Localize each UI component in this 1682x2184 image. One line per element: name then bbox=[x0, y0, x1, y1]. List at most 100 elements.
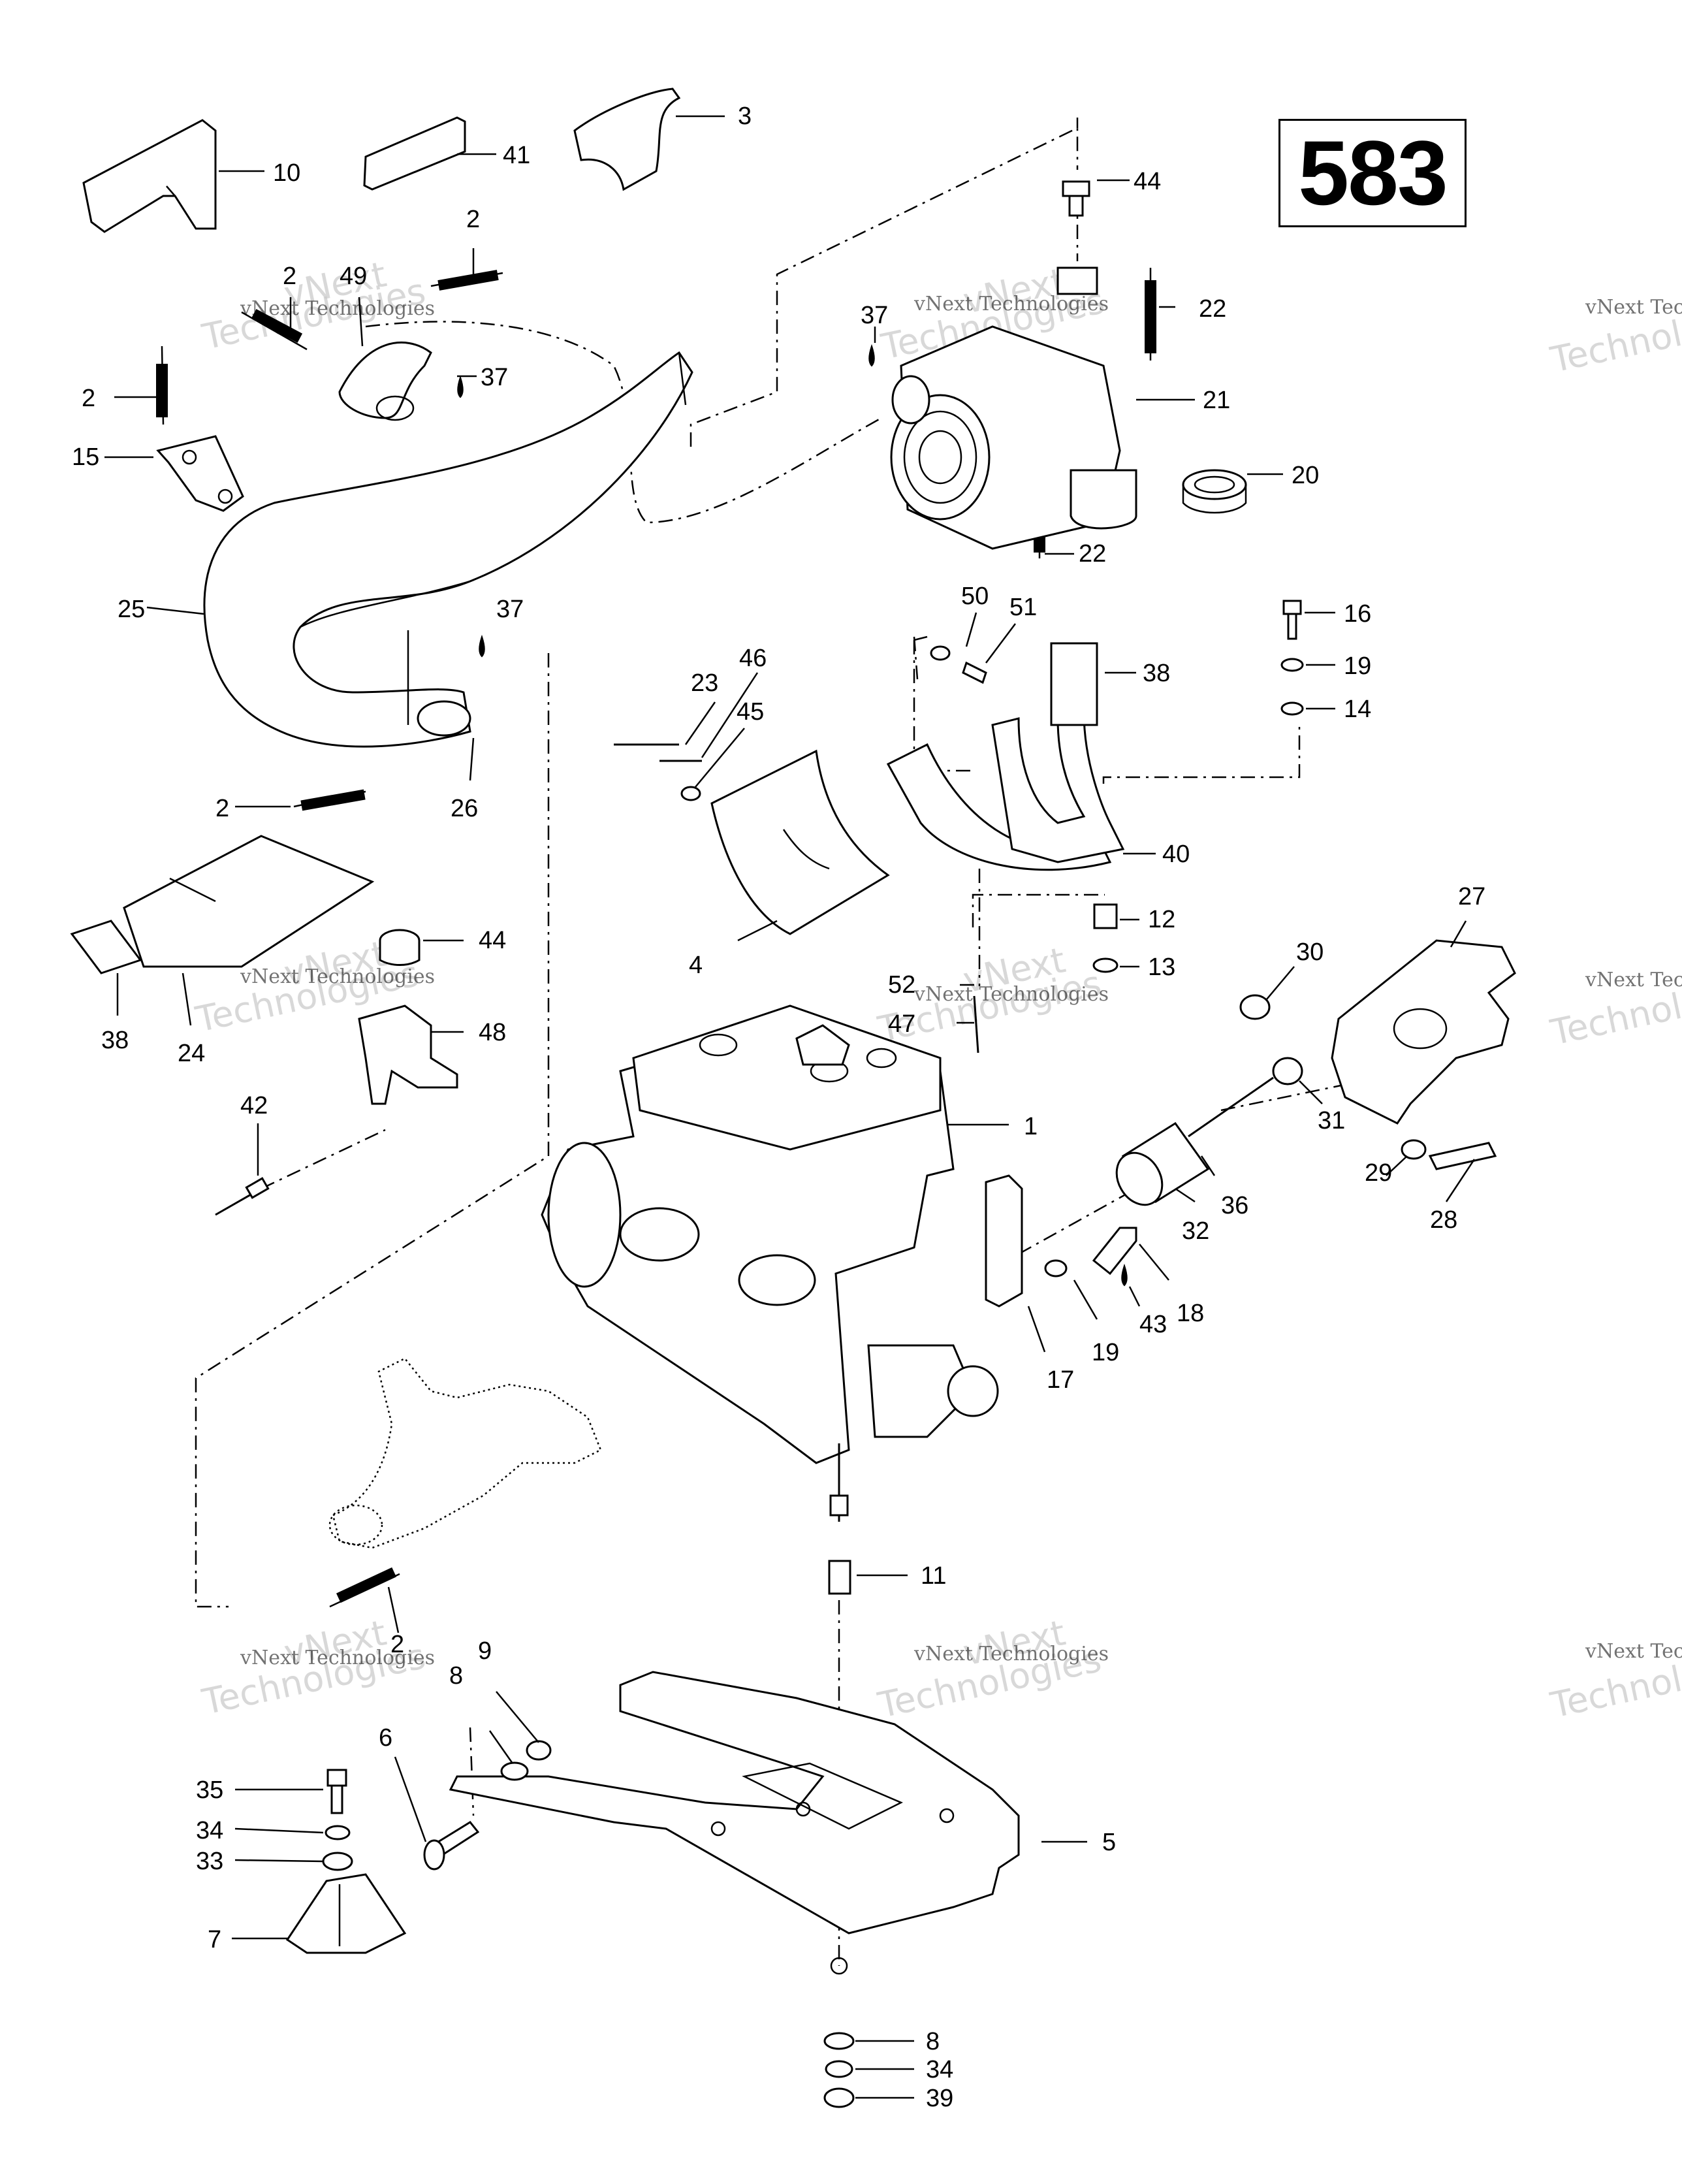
part-20-grommet bbox=[1182, 469, 1247, 514]
callout-5: 5 bbox=[1102, 1829, 1116, 1856]
callout-17: 17 bbox=[1047, 1366, 1074, 1394]
part-15-flange bbox=[156, 435, 244, 512]
part-27-plate bbox=[1331, 939, 1516, 1125]
callout-25: 25 bbox=[118, 596, 145, 623]
watermark-text: vNext Technologies bbox=[913, 293, 1109, 315]
callout-28: 28 bbox=[1430, 1206, 1457, 1234]
part-52-47-rivet bbox=[973, 995, 979, 1053]
callout-23: 23 bbox=[691, 669, 718, 697]
callout-2: 2 bbox=[82, 385, 95, 412]
part-29-28-bolt bbox=[1401, 1139, 1497, 1170]
part-10-heat-shield bbox=[82, 119, 217, 233]
callout-34: 34 bbox=[926, 2056, 953, 2083]
callout-35: 35 bbox=[196, 1776, 223, 1804]
callout-2: 2 bbox=[215, 795, 229, 822]
part-24-38-shield-plate bbox=[70, 835, 375, 974]
callout-48: 48 bbox=[479, 1019, 506, 1046]
callout-21: 21 bbox=[1203, 387, 1230, 414]
page-number: 583 bbox=[1298, 121, 1448, 224]
callout-14: 14 bbox=[1344, 696, 1371, 723]
callout-40: 40 bbox=[1162, 841, 1190, 868]
part-17-plate bbox=[985, 1174, 1023, 1308]
callout-18: 18 bbox=[1177, 1300, 1204, 1327]
callout-51: 51 bbox=[1009, 594, 1037, 621]
part-4-heat-shield bbox=[710, 749, 890, 935]
part-5-plate bbox=[449, 1671, 1020, 1975]
callout-39: 39 bbox=[926, 2085, 953, 2112]
callout-19: 19 bbox=[1092, 1339, 1119, 1366]
callout-4: 4 bbox=[689, 952, 703, 979]
callout-36: 36 bbox=[1221, 1192, 1248, 1219]
part-8-34-39-bottom-hardware bbox=[823, 2032, 855, 2108]
part-6-stud bbox=[423, 1821, 480, 1871]
part-40-bracket bbox=[886, 711, 1125, 871]
callout-31: 31 bbox=[1318, 1107, 1345, 1134]
part-33-34-35-hardware bbox=[322, 1769, 353, 1871]
callout-8: 8 bbox=[449, 1662, 463, 1690]
callout-16: 16 bbox=[1344, 600, 1371, 628]
callout-44: 44 bbox=[1134, 168, 1161, 195]
callout-43: 43 bbox=[1139, 1311, 1167, 1338]
callout-41: 41 bbox=[503, 142, 530, 169]
callout-6: 6 bbox=[379, 1724, 392, 1752]
watermark-text: vNext Technologies bbox=[1585, 969, 1682, 991]
leader-lines bbox=[104, 115, 1476, 2099]
callout-22: 22 bbox=[1079, 540, 1106, 568]
part-18-19-bolt bbox=[1044, 1227, 1137, 1277]
part-25-tuned-pipe bbox=[203, 351, 693, 748]
part-11-spacer bbox=[828, 1560, 851, 1595]
page-number-box: 583 bbox=[1278, 119, 1467, 227]
callout-44: 44 bbox=[479, 927, 506, 954]
part-50-51-bolt bbox=[930, 645, 987, 684]
watermark-text: vNext Technologies bbox=[913, 1643, 1109, 1665]
part-37-drops bbox=[457, 344, 1128, 1287]
callout-10: 10 bbox=[273, 159, 300, 187]
callout-37: 37 bbox=[481, 364, 508, 391]
callout-45: 45 bbox=[737, 698, 764, 726]
part-16-19-14-hardware bbox=[1280, 600, 1304, 716]
callout-38: 38 bbox=[101, 1027, 129, 1054]
callout-26: 26 bbox=[451, 795, 478, 822]
callout-19: 19 bbox=[1344, 652, 1371, 680]
callout-3: 3 bbox=[738, 103, 752, 130]
callout-2: 2 bbox=[390, 1631, 404, 1658]
part-23-46-45-pins bbox=[614, 743, 702, 801]
part-3-shield bbox=[573, 88, 681, 191]
callout-33: 33 bbox=[196, 1848, 223, 1875]
callout-2: 2 bbox=[466, 206, 480, 233]
callout-20: 20 bbox=[1292, 462, 1319, 489]
part-7-bracket bbox=[285, 1873, 407, 1954]
callout-37: 37 bbox=[496, 596, 524, 623]
watermark-text: vNext Technologies bbox=[1585, 1640, 1682, 1663]
callout-12: 12 bbox=[1148, 906, 1175, 933]
callout-29: 29 bbox=[1365, 1159, 1392, 1187]
part-1-engine bbox=[541, 1004, 999, 1522]
part-exhaust-manifold-dotted bbox=[328, 1357, 602, 1549]
watermark-text: vNext Technologies bbox=[240, 297, 435, 320]
part-8-9-nut bbox=[500, 1740, 552, 1781]
callout-13: 13 bbox=[1148, 954, 1175, 981]
callout-11: 11 bbox=[921, 1562, 946, 1590]
callout-32: 32 bbox=[1182, 1217, 1209, 1245]
callout-1: 1 bbox=[1024, 1113, 1038, 1140]
callout-22: 22 bbox=[1199, 295, 1226, 323]
watermark-text: vNext Technologies bbox=[240, 1646, 435, 1669]
part-12-13-hardware bbox=[1092, 903, 1119, 973]
callout-49: 49 bbox=[340, 263, 367, 290]
callout-7: 7 bbox=[208, 1926, 221, 1953]
callout-52: 52 bbox=[888, 971, 915, 999]
part-32-36-mount bbox=[1115, 1076, 1274, 1206]
part-42-rivet bbox=[215, 1177, 270, 1216]
callout-37: 37 bbox=[861, 302, 888, 329]
callout-30: 30 bbox=[1296, 939, 1324, 966]
callout-50: 50 bbox=[961, 583, 989, 610]
callout-47: 47 bbox=[888, 1010, 915, 1038]
callout-42: 42 bbox=[240, 1092, 268, 1119]
part-41-pad bbox=[363, 116, 466, 191]
callout-8: 8 bbox=[926, 2028, 940, 2055]
part-44-48-bracket bbox=[358, 929, 458, 1105]
callout-15: 15 bbox=[72, 443, 99, 471]
callout-24: 24 bbox=[178, 1040, 205, 1067]
part-30-31-nut bbox=[1239, 994, 1303, 1085]
